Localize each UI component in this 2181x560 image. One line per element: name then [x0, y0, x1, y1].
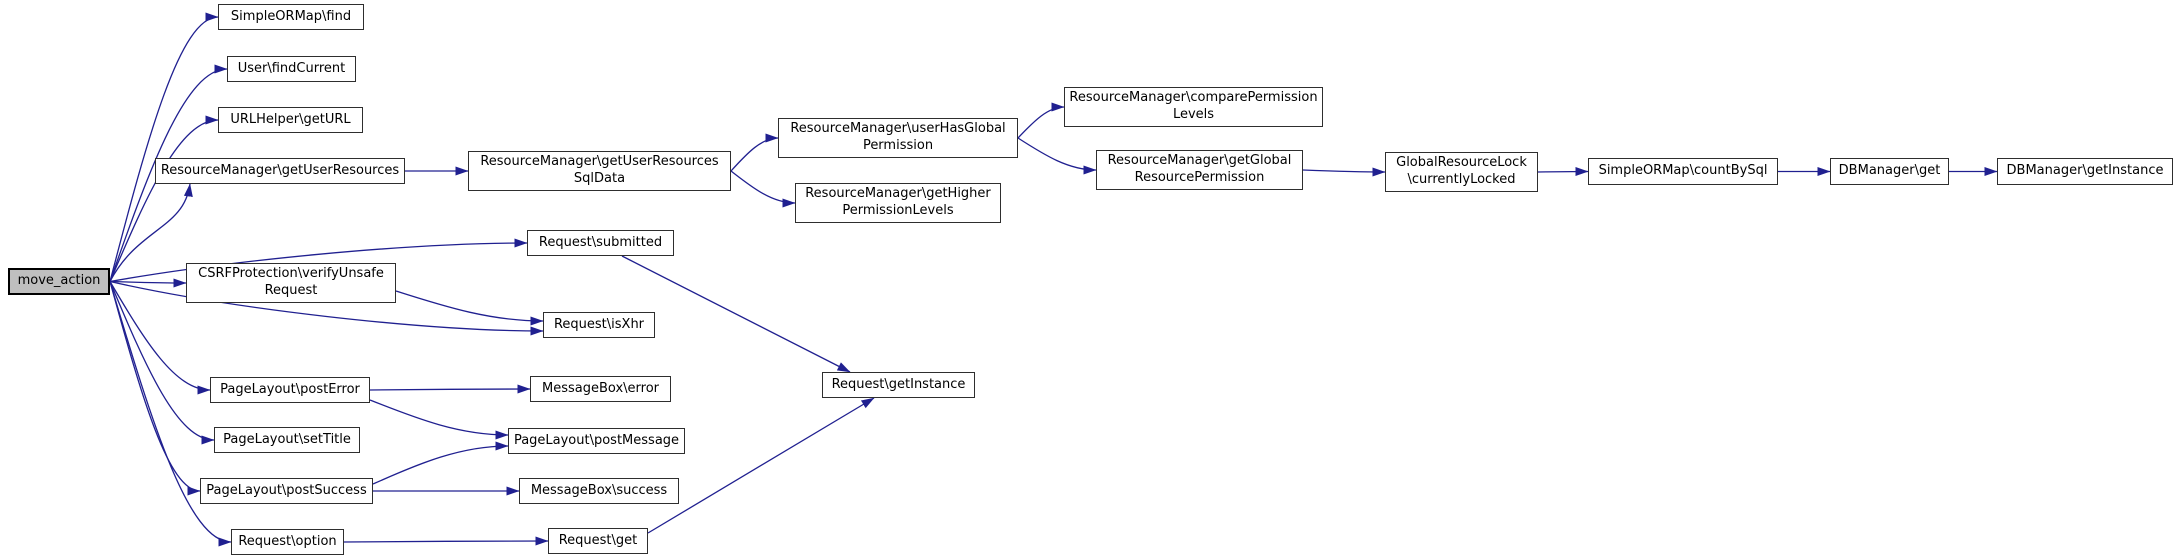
- edge-rm-getuserresources-sqldata-to-rm-userhasglobalpermission: [730, 133, 779, 172]
- edge-pagelayout-posterror-to-messagebox-error: [369, 384, 531, 394]
- node-label: User\findCurrent: [237, 60, 346, 76]
- edge-request-option-to-request-get: [343, 536, 549, 546]
- node-label: SimpleORMap\countBySql: [1598, 163, 1768, 179]
- node-label: ResourcePermission: [1134, 170, 1265, 185]
- node-messagebox-success[interactable]: MessageBox\success: [519, 478, 679, 504]
- node-label: PermissionLevels: [842, 203, 954, 218]
- edge-move-action-to-simpleormap-find: [109, 12, 219, 282]
- edge-csrf-verifyunsaferequest-to-request-isxhr: [395, 290, 544, 326]
- node-label: GlobalResourceLock: [1396, 155, 1527, 171]
- edge-move-action-to-csrf-verifyunsaferequest: [109, 278, 187, 288]
- node-request-option[interactable]: Request\option: [231, 529, 344, 555]
- node-label: Request\isXhr: [553, 316, 645, 332]
- node-label: Request\submitted: [538, 234, 663, 250]
- node-label: move_action: [17, 273, 101, 289]
- edge-rm-getuserresources-sqldata-to-rm-gethigherpermissionlevels: [730, 170, 796, 208]
- node-label: ResourceManager\comparePermission: [1069, 90, 1318, 106]
- node-rm-getuserresources[interactable]: ResourceManager\getUserResources: [155, 158, 405, 184]
- node-simpleormap-find[interactable]: SimpleORMap\find: [218, 4, 364, 30]
- node-pagelayout-posterror[interactable]: PageLayout\postError: [210, 377, 370, 403]
- edge-request-submitted-to-request-getinstance: [621, 255, 851, 373]
- node-move-action: move_action: [8, 268, 110, 295]
- node-label: DBManager\getInstance: [2006, 163, 2164, 179]
- node-urlhelper-geturl[interactable]: URLHelper\getURL: [218, 107, 363, 133]
- node-globalresourcelock-currentlylocked[interactable]: GlobalResourceLock\currentlyLocked: [1385, 152, 1538, 192]
- edge-rm-userhasglobalpermission-to-rm-comparepermissionlevels: [1017, 102, 1065, 139]
- node-label: ResourceManager\getUserResources: [480, 154, 719, 170]
- edge-pagelayout-postsuccess-to-pagelayout-postmessage: [372, 441, 509, 485]
- node-request-getinstance[interactable]: Request\getInstance: [822, 372, 975, 398]
- edge-move-action-to-pagelayout-postsuccess: [109, 281, 201, 496]
- node-request-isxhr[interactable]: Request\isXhr: [543, 312, 655, 338]
- node-label: ResourceManager\userHasGlobal: [790, 121, 1006, 137]
- node-user-findcurrent[interactable]: User\findCurrent: [227, 56, 356, 82]
- node-pagelayout-postsuccess[interactable]: PageLayout\postSuccess: [200, 478, 373, 504]
- node-label: Request: [264, 283, 318, 298]
- edge-rm-userhasglobalpermission-to-rm-getglobalresourcepermission: [1017, 137, 1097, 175]
- edge-globalresourcelock-currentlylocked-to-simpleormap-countbysql: [1537, 167, 1589, 177]
- node-label: \currentlyLocked: [1407, 172, 1516, 187]
- node-label: ResourceManager\getHigher: [805, 186, 991, 202]
- edge-move-action-to-pagelayout-settitle: [109, 281, 215, 445]
- node-label: PageLayout\setTitle: [223, 431, 351, 447]
- node-dbmanager-get[interactable]: DBManager\get: [1830, 158, 1949, 185]
- node-label: CSRFProtection\verifyUnsafe: [198, 266, 384, 282]
- node-simpleormap-countbysql[interactable]: SimpleORMap\countBySql: [1588, 158, 1778, 185]
- node-label: DBManager\get: [1838, 163, 1941, 179]
- node-label: MessageBox\error: [542, 380, 659, 396]
- node-label: Permission: [862, 138, 934, 153]
- node-label: PageLayout\postSuccess: [206, 482, 367, 498]
- node-pagelayout-postmessage[interactable]: PageLayout\postMessage: [508, 428, 685, 454]
- edge-move-action-to-rm-getuserresources: [109, 183, 193, 282]
- node-label: URLHelper\getURL: [230, 111, 351, 127]
- node-label: Levels: [1172, 107, 1215, 122]
- edge-move-action-to-urlhelper-geturl: [109, 115, 219, 282]
- node-label: Request\get: [558, 532, 638, 548]
- node-label: Request\option: [238, 533, 337, 549]
- node-label: ResourceManager\getGlobal: [1107, 153, 1292, 169]
- node-request-get[interactable]: Request\get: [548, 528, 648, 554]
- node-label: PageLayout\postMessage: [513, 432, 680, 448]
- node-label: Request\getInstance: [831, 376, 966, 392]
- node-label: PageLayout\postError: [220, 381, 360, 397]
- node-label: MessageBox\success: [530, 482, 668, 498]
- edge-request-get-to-request-getinstance: [647, 397, 875, 534]
- node-messagebox-error[interactable]: MessageBox\error: [530, 376, 671, 402]
- node-dbmanager-getinstance[interactable]: DBManager\getInstance: [1997, 158, 2173, 185]
- node-label: SimpleORMap\find: [230, 8, 352, 24]
- node-request-submitted[interactable]: Request\submitted: [527, 230, 674, 256]
- edge-pagelayout-posterror-to-pagelayout-postmessage: [369, 399, 509, 440]
- node-label: ResourceManager\getUserResources: [160, 162, 400, 178]
- edge-rm-getglobalresourcepermission-to-globalresourcelock-currentlylocked: [1302, 167, 1386, 177]
- node-label: SqlData: [573, 171, 626, 186]
- node-pagelayout-settitle[interactable]: PageLayout\setTitle: [214, 427, 360, 453]
